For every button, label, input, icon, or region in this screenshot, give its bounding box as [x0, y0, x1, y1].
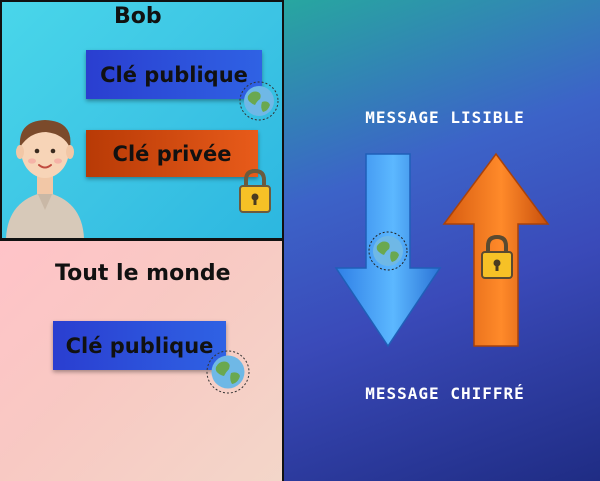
readable-message-label: Message lisible [365, 108, 525, 127]
padlock-icon [239, 168, 271, 213]
bob-name: Bob [114, 4, 162, 29]
globe-icon [206, 350, 250, 394]
everyone-public-key-label: Clé publique [53, 321, 226, 370]
up-arrow [442, 152, 550, 347]
globe-icon [239, 81, 279, 121]
globe-icon [368, 231, 408, 271]
encrypted-message-label: Message chiffré [365, 384, 525, 403]
padlock-icon [481, 234, 513, 279]
bob-private-key-label: Clé privée [86, 130, 258, 177]
bob-public-key-label: Clé publique [86, 50, 262, 99]
person-avatar [6, 120, 84, 238]
everyone-title: Tout le monde [55, 261, 231, 286]
message-panel [284, 0, 600, 481]
